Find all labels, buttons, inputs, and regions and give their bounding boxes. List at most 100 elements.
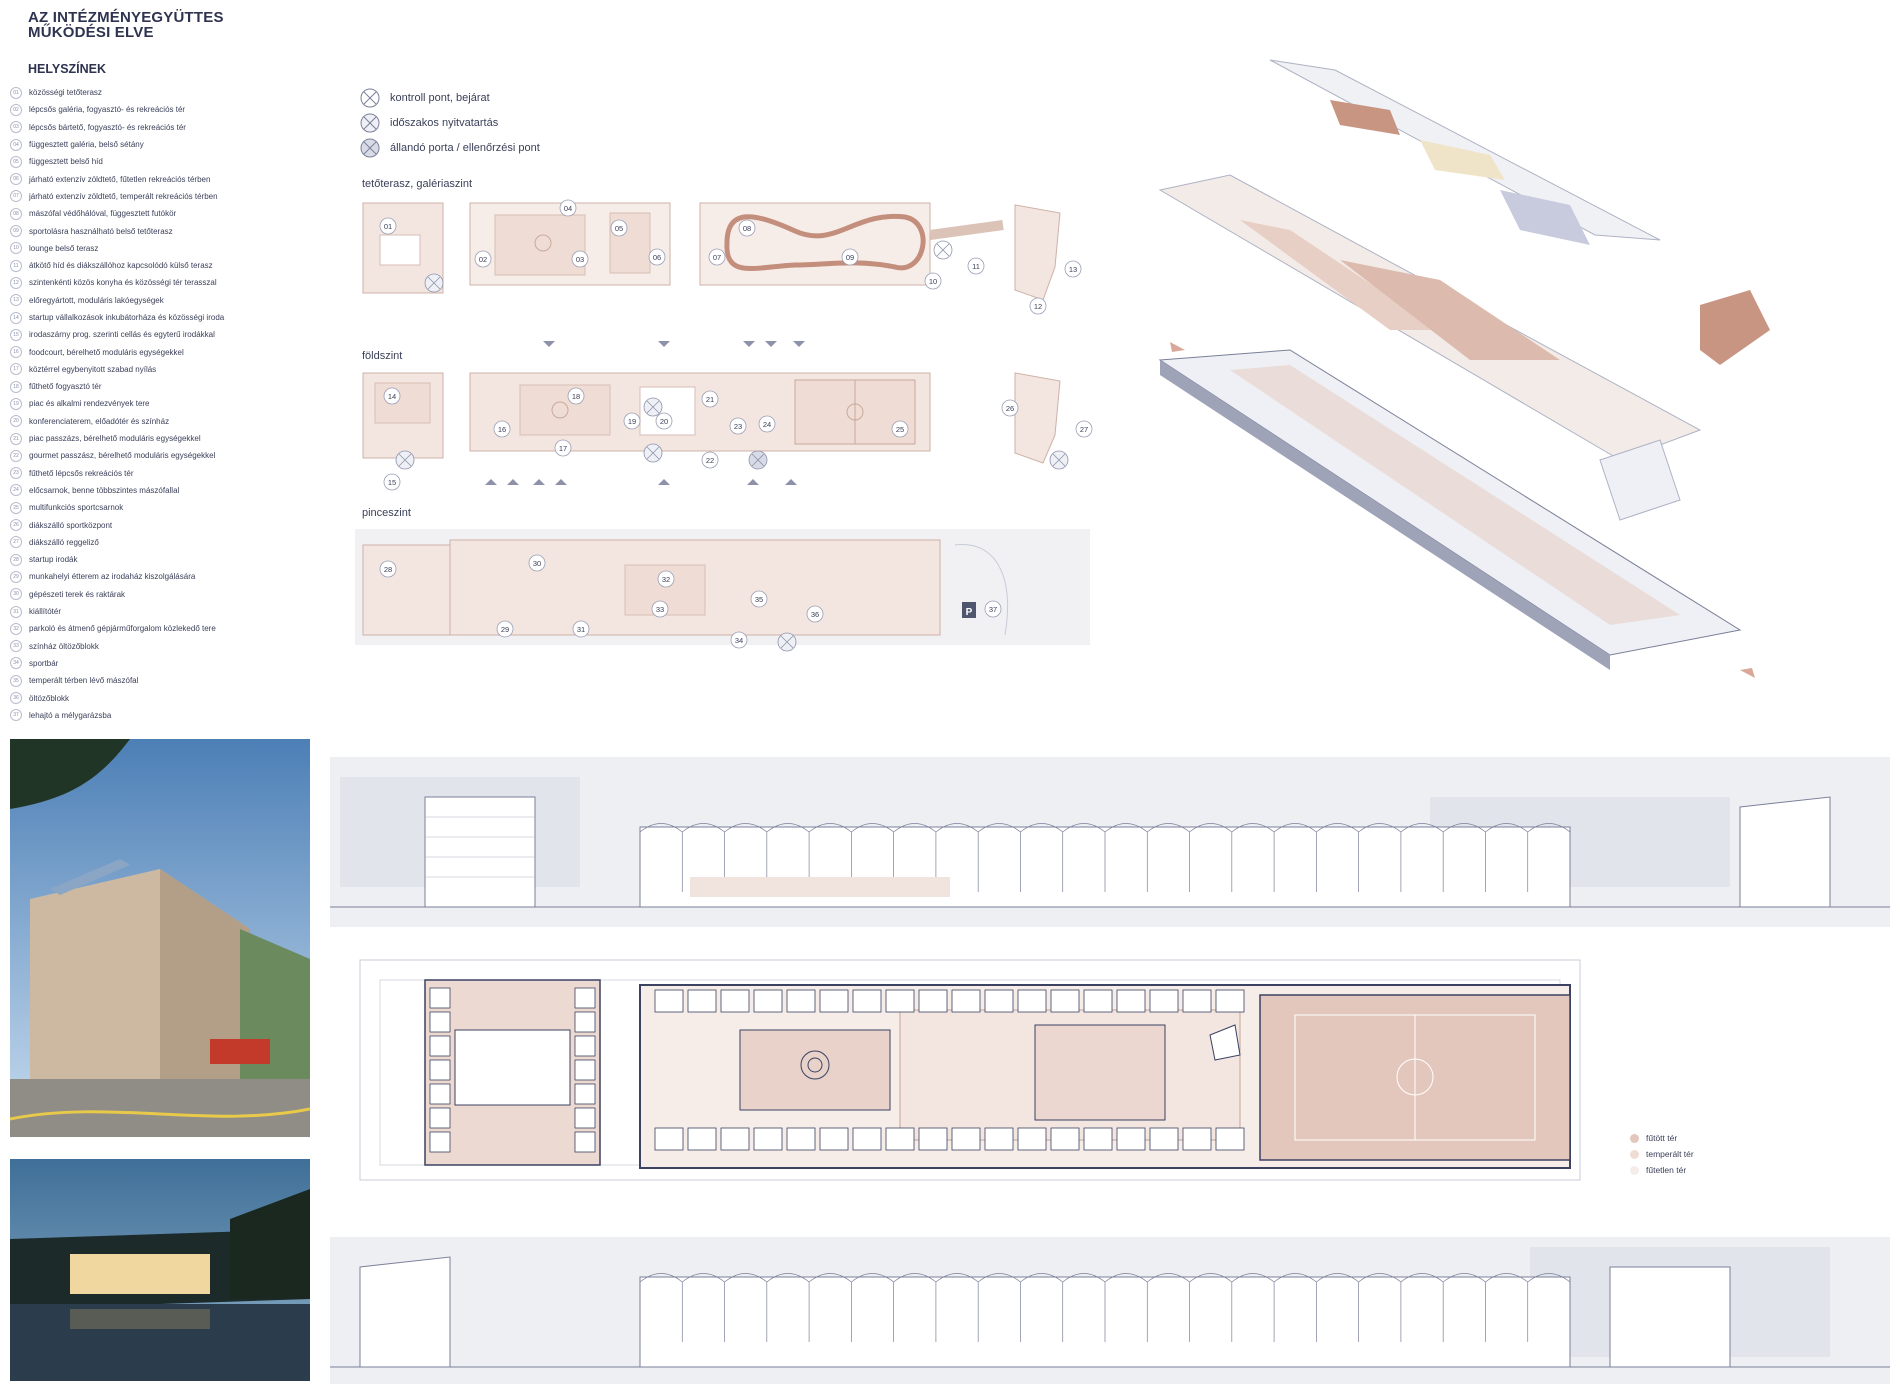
location-label: gourmet passzász, bérelhető moduláris eg… [29,451,216,461]
level-label-ground: földszint [362,350,403,362]
control-point-icon [424,273,444,293]
access-legend-item-permanent: állandó porta / ellenőrzési pont [360,138,620,158]
location-label: foodcourt, bérelhető moduláris egységekk… [29,347,184,357]
arrow-up-icon [507,479,519,485]
location-label: előcsarnok, benne többszintes mászófalla… [29,485,180,495]
plan-marker-number: 35 [755,595,763,604]
location-number: 29 [10,570,22,583]
plan-marker-number: 16 [498,425,506,434]
location-number: 21 [10,432,22,445]
permanent-gate-icon [360,138,380,158]
axonometric-upper-level [1269,59,1770,365]
location-item: 30 gépészeti terek és raktárak [10,586,310,603]
arrow-icon [1170,342,1185,352]
plan-marker: 28 [379,560,397,578]
north-elevation [330,757,1890,927]
zone-legend-label: temperált tér [1646,1149,1694,1159]
control-point-icon [777,632,797,652]
plan-marker-number: 22 [706,456,714,465]
location-label: piac és alkalmi rendezvények tere [29,399,150,409]
arrow-down-icon [765,341,777,347]
plan-marker-number: 37 [989,605,997,614]
axonometric-view [1158,59,1770,678]
location-label: öltözőblokk [29,693,70,703]
plan-marker-number: 08 [743,224,751,233]
plan-marker-number: 20 [660,417,668,426]
location-label: fűthető lépcsős rekreációs tér [29,468,134,478]
location-number: 34 [10,657,22,670]
location-label: startup vállalkozások inkubátorháza és k… [29,313,225,322]
location-number: 27 [10,536,22,549]
unheated-swatch-icon [1630,1165,1639,1175]
plan-marker-number: 03 [576,255,584,264]
plan-marker-number: 04 [564,204,572,213]
arrow-up-icon [555,479,567,485]
plan-marker: 27 [1075,420,1093,438]
axonometric-middle-level [1158,174,1702,521]
plan-marker: 07 [708,248,726,266]
plan-marker-number: 33 [656,605,664,614]
plan-marker-number: 09 [846,253,854,262]
plan-marker-number: 02 [479,255,487,264]
location-number: 14 [10,311,22,324]
plan-marker-number: 18 [572,392,580,401]
locations-heading: HELYSZÍNEK [28,62,107,76]
plan-marker-number: 11 [972,262,980,271]
location-label: piac passzázs, bérelhető moduláris egysé… [29,434,201,444]
plan-marker: 29 [496,620,514,638]
plan-marker: 26 [1001,399,1019,417]
plan-marker: 25 [891,420,909,438]
plan-marker: 18 [567,387,585,405]
plan-marker: 20 [655,412,673,430]
location-number: 16 [10,346,22,359]
zone-legend-tempered: temperált tér [1630,1149,1770,1159]
plan-marker: 22 [701,451,719,469]
location-number: 17 [10,363,22,376]
location-number: 30 [10,588,22,601]
location-label: multifunkciós sportcsarnok [29,503,124,513]
plan-marker: 05 [610,219,628,237]
plan-marker-number: 30 [533,559,541,568]
location-label: gépészeti terek és raktárak [29,589,126,599]
parking-symbol: P [966,607,973,618]
plan-marker: 23 [729,417,747,435]
plan-marker-number: 10 [929,277,937,286]
plan-marker: 32 [657,570,675,588]
plan-marker: 37 [984,600,1002,618]
ground-level-plan [362,372,1061,464]
plan-marker: 14 [383,387,401,405]
location-label: fűthető fogyasztó tér [29,382,102,392]
plan-marker-number: 34 [735,636,743,645]
plan-marker-number: 36 [811,610,819,619]
location-label: lépcsős galéria, fogyasztó- és rekreáció… [29,105,186,115]
access-legend-label: kontroll pont, bejárat [390,92,490,104]
location-label: irodaszárny prog. szerinti cellás és egy… [29,330,215,340]
location-label: járható extenzív zöldtető, temperált rek… [29,191,218,201]
plan-marker: 15 [383,473,401,491]
location-number: 15 [10,328,22,341]
location-number: 09 [10,225,22,238]
plan-marker: 11 [967,257,985,275]
plan-marker: 09 [841,248,859,266]
